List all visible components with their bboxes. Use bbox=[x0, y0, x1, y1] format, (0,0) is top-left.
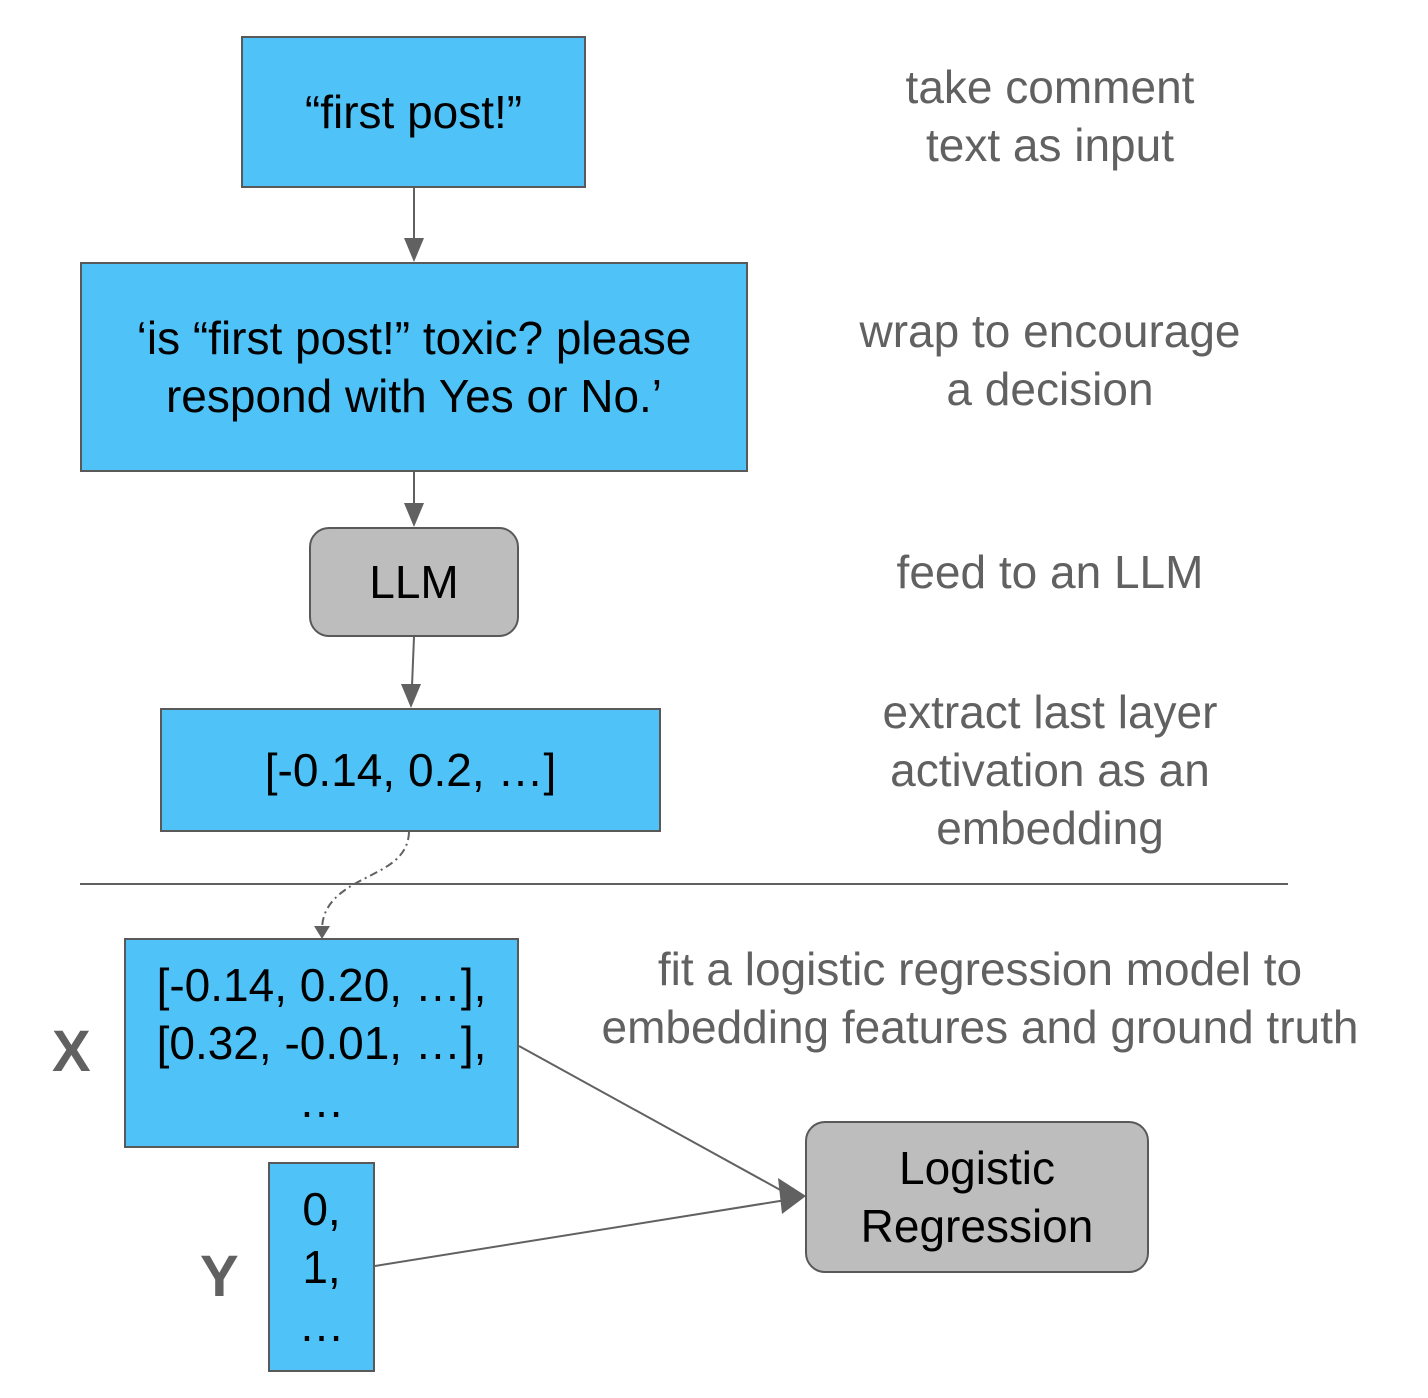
note-wrap-decision-line-1: wrap to encourage bbox=[859, 305, 1241, 357]
features-matrix-box: [-0.14, 0.20, …], [0.32, -0.01, …], … bbox=[124, 938, 519, 1148]
arrowhead-embedding-to-features bbox=[314, 926, 330, 939]
y-label: Y bbox=[200, 1244, 239, 1309]
embedding-text: [-0.14, 0.2, …] bbox=[264, 744, 557, 796]
embedding-box: [-0.14, 0.2, …] bbox=[160, 708, 661, 832]
arrow-embedding-to-features bbox=[321, 831, 410, 931]
features-row-2: [0.32, -0.01, …], bbox=[156, 1017, 487, 1069]
arrowhead-into-model bbox=[778, 1178, 806, 1214]
note-fit-regression-line-1: fit a logistic regression model to bbox=[657, 943, 1303, 995]
arrow-y-to-model bbox=[374, 1199, 787, 1267]
arrowhead-llm-to-embedding bbox=[401, 684, 421, 708]
note-extract-embedding-line-1: extract last layer bbox=[882, 686, 1218, 738]
x-label: X bbox=[52, 1019, 91, 1084]
note-take-input-line-2: text as input bbox=[925, 119, 1175, 171]
arrowhead-input-to-prompt bbox=[404, 238, 424, 262]
note-take-input: take comment text as input bbox=[850, 58, 1250, 174]
note-feed-llm-line-1: feed to an LLM bbox=[896, 546, 1204, 598]
note-feed-llm: feed to an LLM bbox=[840, 543, 1260, 601]
arrow-x-to-model bbox=[518, 1045, 785, 1193]
note-take-input-line-1: take comment bbox=[905, 61, 1195, 113]
labels-row-1: 0, bbox=[302, 1183, 341, 1235]
labels-vector-box: 0, 1, … bbox=[268, 1162, 375, 1372]
note-wrap-decision-line-2: a decision bbox=[946, 363, 1154, 415]
note-fit-regression-line-2: embedding features and ground truth bbox=[601, 1001, 1359, 1053]
note-extract-embedding-line-2: activation as an bbox=[890, 744, 1210, 796]
note-wrap-decision: wrap to encourage a decision bbox=[830, 302, 1270, 418]
prompt-wrapper-line-2: respond with Yes or No.’ bbox=[165, 370, 663, 422]
prompt-wrapper-box: ‘is “first post!” toxic? please respond … bbox=[80, 262, 748, 472]
logistic-regression-line-2: Regression bbox=[860, 1200, 1094, 1252]
note-fit-regression: fit a logistic regression model to embed… bbox=[560, 940, 1400, 1056]
logistic-regression-line-1: Logistic bbox=[899, 1142, 1055, 1194]
arrowhead-prompt-to-llm bbox=[404, 503, 424, 527]
features-row-3: … bbox=[298, 1075, 345, 1127]
note-extract-embedding-line-3: embedding bbox=[936, 802, 1164, 854]
logistic-regression-box: Logistic Regression bbox=[805, 1121, 1149, 1273]
llm-label: LLM bbox=[369, 556, 459, 608]
labels-row-3: … bbox=[298, 1299, 345, 1351]
note-extract-embedding: extract last layer activation as an embe… bbox=[840, 683, 1260, 857]
prompt-wrapper-line-1: ‘is “first post!” toxic? please bbox=[136, 312, 692, 364]
llm-box: LLM bbox=[309, 527, 519, 637]
features-row-1: [-0.14, 0.20, …], bbox=[156, 959, 487, 1011]
input-comment-text: “first post!” bbox=[304, 86, 523, 138]
arrow-llm-to-embedding bbox=[411, 636, 415, 687]
labels-row-2: 1, bbox=[302, 1241, 341, 1293]
input-comment-box: “first post!” bbox=[241, 36, 586, 188]
